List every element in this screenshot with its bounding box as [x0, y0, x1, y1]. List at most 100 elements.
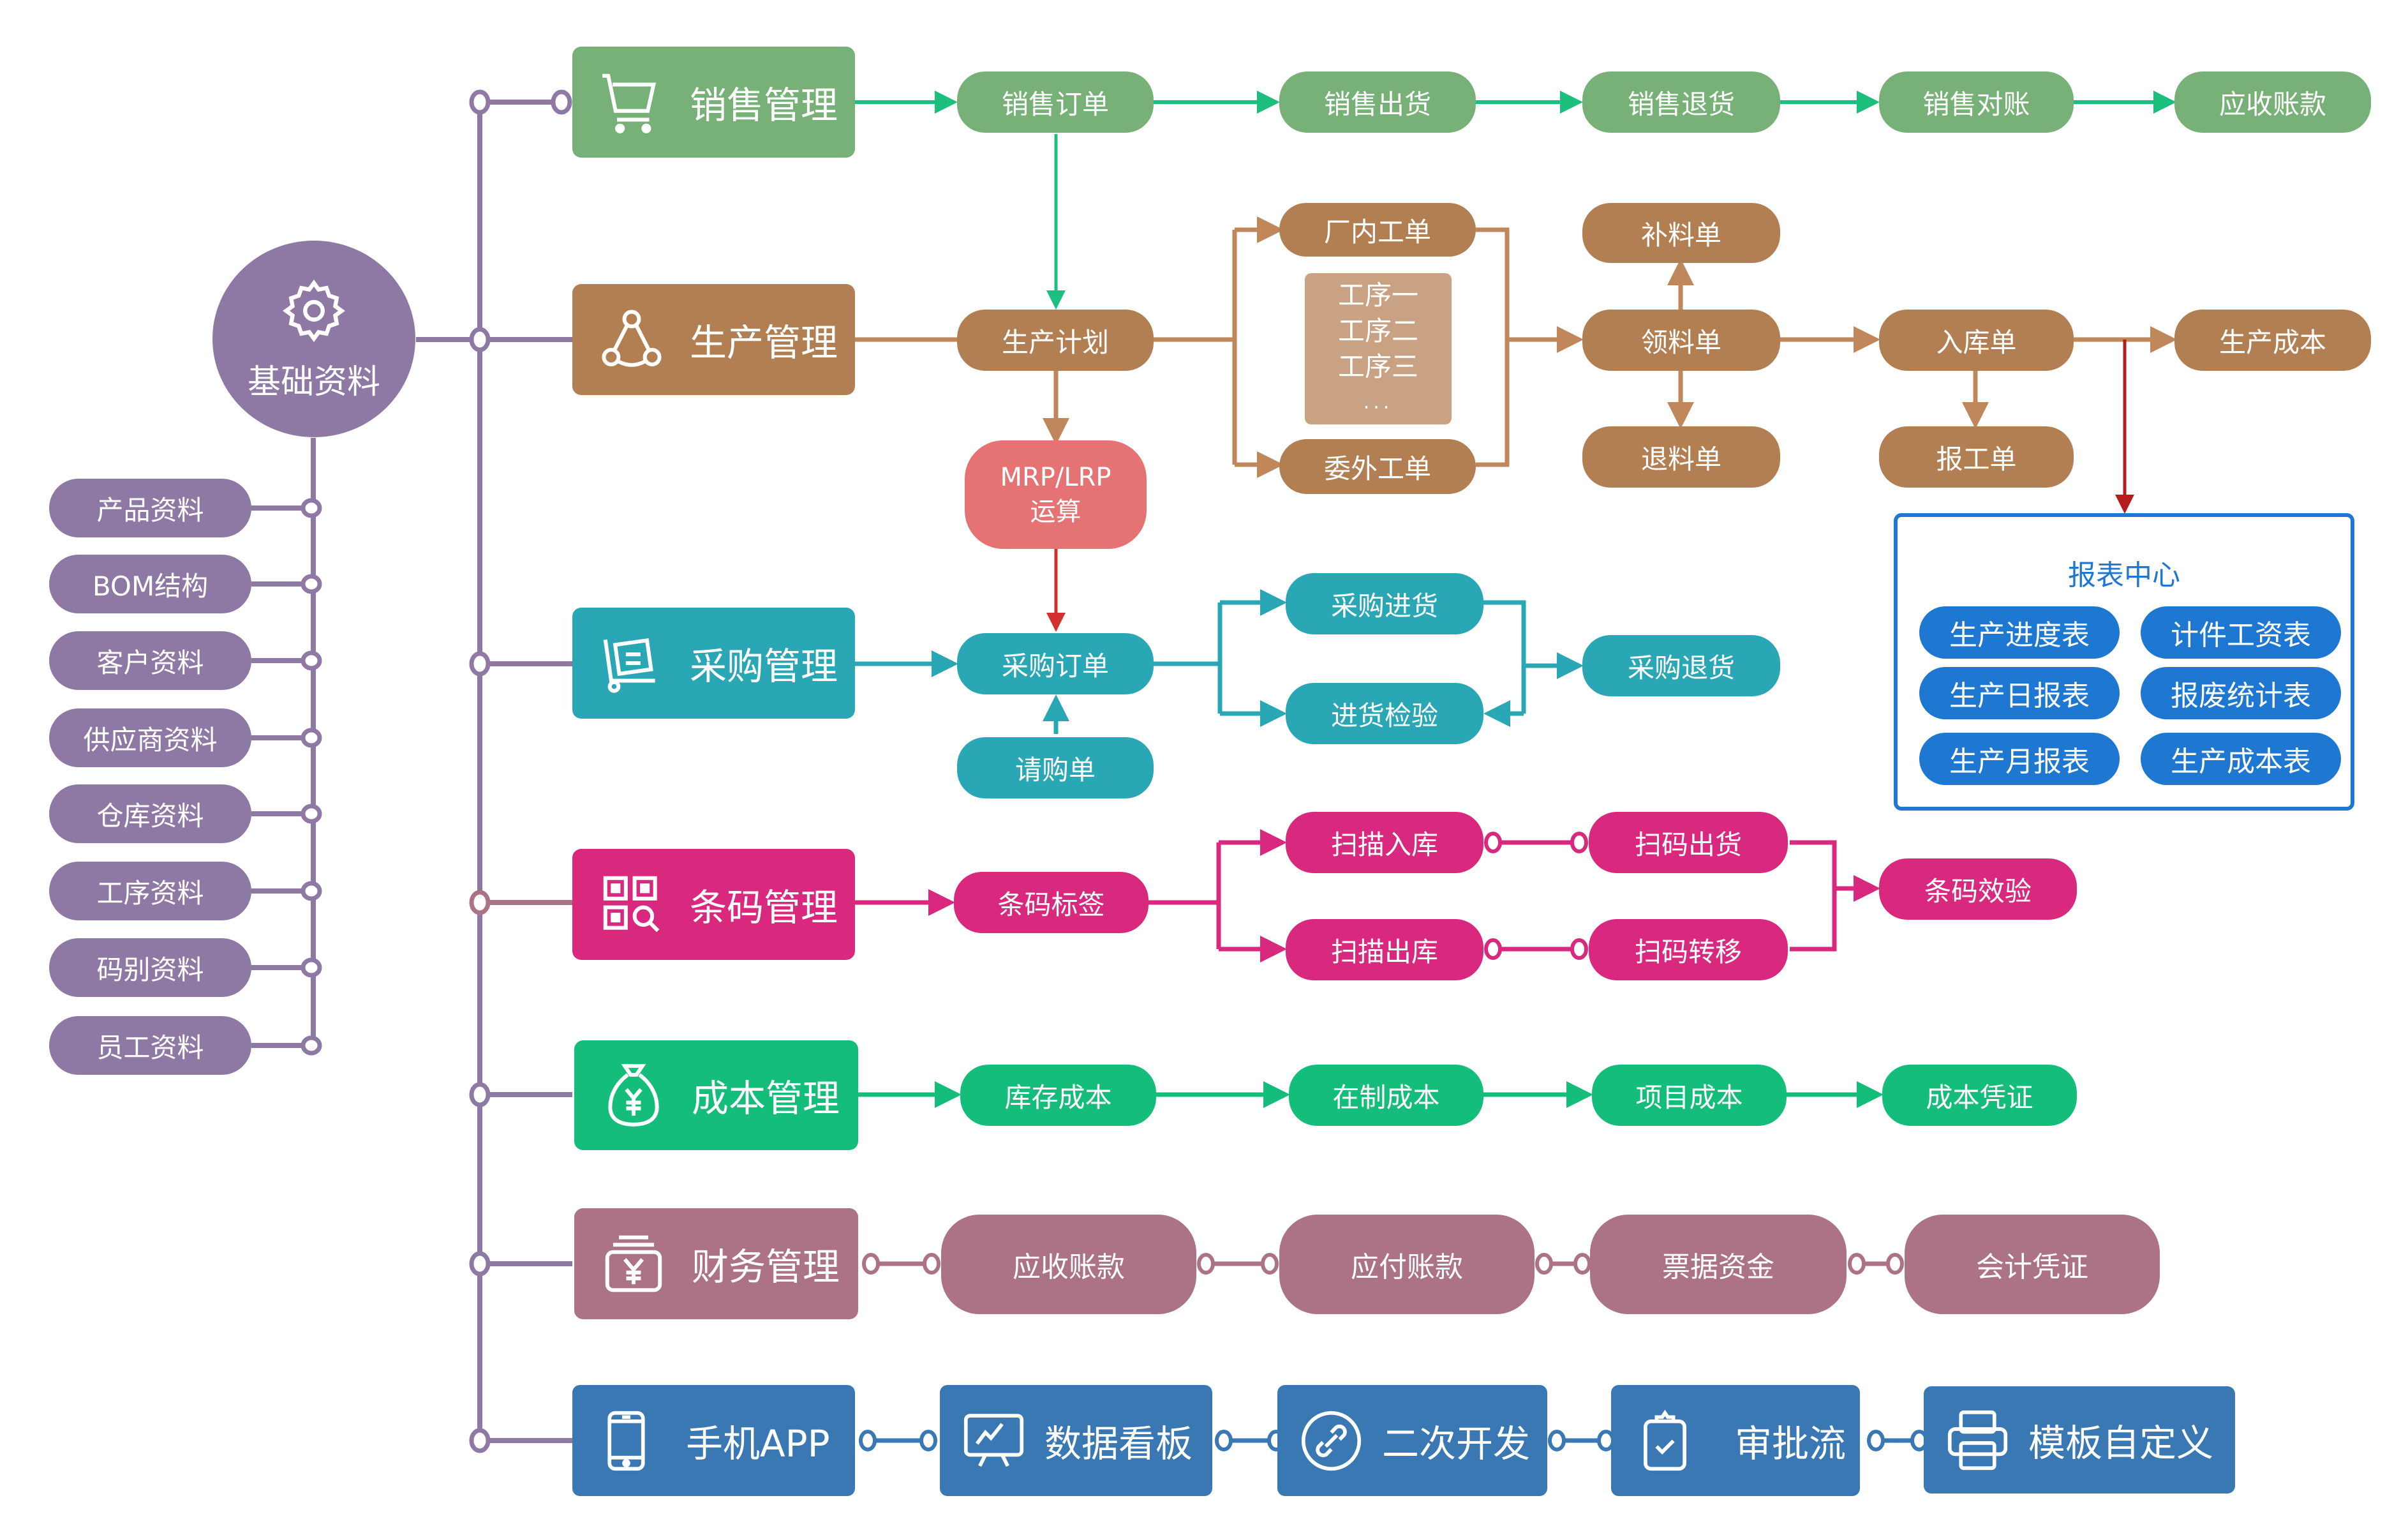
secondary-development[interactable]: 二次开发 [1277, 1385, 1547, 1496]
base-item-supplier[interactable]: 供应商资料 [49, 708, 251, 767]
module-production[interactable]: 生产管理 [572, 284, 855, 395]
scan-transfer[interactable]: 扫码转移 [1589, 919, 1788, 980]
return-material-order[interactable]: 退料单 [1582, 426, 1780, 488]
module-label: 采购管理 [690, 645, 838, 688]
inhouse-work-order[interactable]: 厂内工单 [1279, 203, 1476, 257]
cost-voucher[interactable]: 成本凭证 [1882, 1065, 2077, 1126]
module-purchase[interactable]: 采购管理 [572, 608, 855, 719]
report-label: 生产月报表 [1949, 745, 2090, 778]
node-label: 厂内工单 [1323, 216, 1431, 248]
sales-reconciliation[interactable]: 销售对账 [1879, 71, 2074, 133]
node-label: 库存成本 [1004, 1081, 1112, 1113]
qr-scan-icon [590, 863, 673, 946]
node-label: 进货检验 [1330, 700, 1438, 731]
mrp-lrp-calculation[interactable]: MRP/LRP 运算 [965, 440, 1147, 549]
module-barcode[interactable]: 条码管理 [572, 849, 855, 960]
approval-flow[interactable]: 审批流 [1611, 1385, 1860, 1496]
report-label: 报废统计表 [2171, 680, 2311, 712]
base-item-employee[interactable]: 员工资料 [49, 1016, 251, 1075]
report-production-monthly[interactable]: 生产月报表 [1919, 733, 2120, 785]
node-label: 报工单 [1936, 443, 2017, 475]
node-label: 补料单 [1640, 219, 1721, 251]
node-label: 扫码出货 [1634, 828, 1742, 860]
incoming-inspection[interactable]: 进货检验 [1286, 683, 1483, 744]
wip-cost[interactable]: 在制成本 [1289, 1065, 1483, 1126]
project-cost[interactable]: 项目成本 [1592, 1065, 1787, 1126]
shopping-cart-icon [590, 61, 673, 144]
supplement-order[interactable]: 补料单 [1582, 203, 1780, 263]
outsource-work-order[interactable]: 委外工单 [1279, 439, 1476, 494]
node-label: 生产计划 [1001, 326, 1109, 358]
report-production-progress[interactable]: 生产进度表 [1919, 606, 2120, 659]
purchase-receiving[interactable]: 采购进货 [1286, 573, 1483, 634]
barcode-label[interactable]: 条码标签 [954, 872, 1148, 933]
work-report[interactable]: 报工单 [1879, 426, 2074, 488]
scan-outbound[interactable]: 扫描出库 [1286, 919, 1483, 980]
report-label: 生产日报表 [1949, 680, 2090, 712]
barcode-verify[interactable]: 条码效验 [1879, 858, 2077, 920]
module-sales[interactable]: 销售管理 [572, 47, 855, 158]
node-label: 请购单 [1014, 754, 1096, 786]
report-label: 生产进度表 [1949, 619, 2090, 652]
node-label: 应收账款 [2218, 88, 2326, 120]
trolley-icon [590, 622, 673, 705]
base-item-code[interactable]: 码别资料 [49, 938, 251, 997]
data-dashboard[interactable]: 数据看板 [940, 1385, 1212, 1496]
module-mobile-app[interactable]: 手机APP [572, 1385, 855, 1496]
module-label: 成本管理 [692, 1077, 840, 1120]
sales-return[interactable]: 销售退货 [1582, 71, 1780, 133]
report-production-cost[interactable]: 生产成本表 [2141, 733, 2341, 785]
base-item-product[interactable]: 产品资料 [49, 479, 251, 537]
node-label: 扫码转移 [1634, 936, 1742, 968]
production-plan[interactable]: 生产计划 [957, 310, 1154, 371]
purchase-order[interactable]: 采购订单 [957, 633, 1154, 694]
scan-inbound[interactable]: 扫描入库 [1286, 812, 1483, 873]
base-item-customer[interactable]: 客户资料 [49, 631, 251, 690]
base-item-label: BOM结构 [92, 570, 209, 602]
node-label: 应收账款 [1013, 1251, 1125, 1284]
process-step: 工序三 [1337, 350, 1418, 382]
module-cost[interactable]: 成本管理 [574, 1040, 858, 1150]
smartphone-icon [588, 1402, 664, 1479]
report-scrap-stats[interactable]: 报废统计表 [2141, 667, 2341, 719]
node-label: 入库单 [1936, 326, 2017, 358]
accounts-payable[interactable]: 应付账款 [1279, 1215, 1535, 1314]
base-item-process[interactable]: 工序资料 [49, 862, 251, 920]
notes-and-funds[interactable]: 票据资金 [1590, 1215, 1847, 1314]
root-node-base-data[interactable]: 基础资料 [212, 241, 415, 437]
picking-order[interactable]: 领料单 [1582, 310, 1780, 371]
sales-order[interactable]: 销售订单 [957, 71, 1154, 133]
accounts-receivable[interactable]: 应收账款 [941, 1215, 1196, 1314]
report-production-daily[interactable]: 生产日报表 [1919, 667, 2120, 719]
purchase-request[interactable]: 请购单 [957, 737, 1154, 798]
module-label: 手机APP [686, 1422, 830, 1465]
module-finance[interactable]: 财务管理 [574, 1208, 858, 1319]
base-item-label: 供应商资料 [83, 724, 218, 756]
purchase-return[interactable]: 采购退货 [1582, 635, 1780, 696]
accounting-voucher[interactable]: 会计凭证 [1905, 1215, 2160, 1314]
process-list: 工序一 工序二 工序三 ... [1305, 273, 1452, 424]
base-item-warehouse[interactable]: 仓库资料 [49, 784, 251, 843]
sales-shipment[interactable]: 销售出货 [1279, 71, 1476, 133]
scan-shipment[interactable]: 扫码出货 [1589, 812, 1788, 873]
node-label: 销售出货 [1323, 88, 1431, 120]
node-label: 二次开发 [1382, 1422, 1531, 1465]
inventory-cost[interactable]: 库存成本 [960, 1065, 1156, 1126]
node-label: 扫描入库 [1330, 828, 1438, 860]
template-customization[interactable]: 模板自定义 [1924, 1386, 2235, 1494]
report-piece-wage[interactable]: 计件工资表 [2141, 606, 2341, 659]
node-label: 会计凭证 [1976, 1251, 2088, 1284]
production-cost[interactable]: 生产成本 [2174, 310, 2371, 371]
base-item-bom[interactable]: BOM结构 [49, 555, 251, 613]
report-center-title: 报表中心 [2068, 559, 2180, 592]
accounts-receivable-sales[interactable]: 应收账款 [2174, 71, 2371, 133]
node-label: 扫描出库 [1330, 936, 1438, 968]
mrp-sublabel: 运算 [1030, 497, 1081, 527]
process-step: 工序一 [1337, 279, 1418, 311]
node-label: 采购进货 [1330, 590, 1438, 622]
node-label: 票据资金 [1662, 1251, 1774, 1284]
warehouse-receipt[interactable]: 入库单 [1879, 310, 2074, 371]
printer-icon [1939, 1402, 2016, 1478]
